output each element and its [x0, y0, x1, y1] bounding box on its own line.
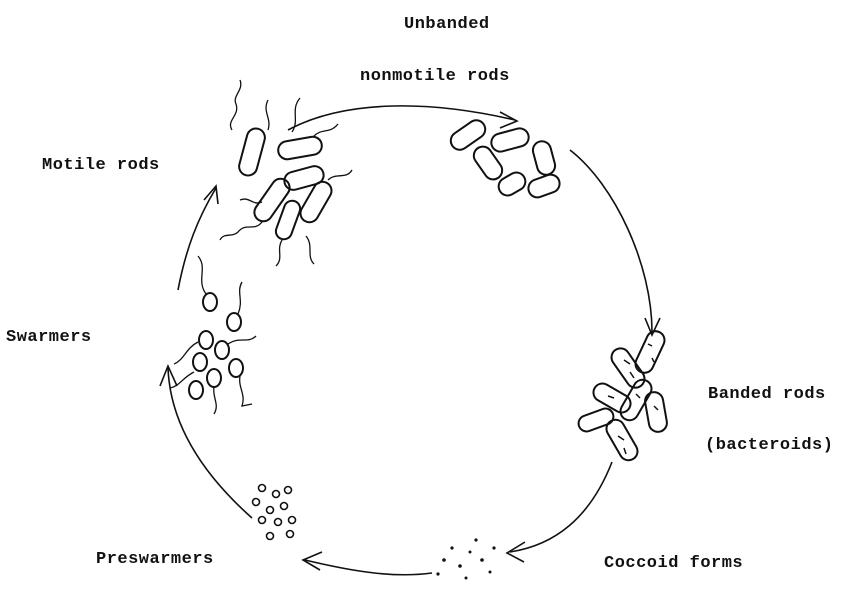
- preswarmers-circles: [253, 485, 296, 540]
- label-unbanded-line1: Unbanded: [404, 15, 490, 34]
- arrowhead-unbanded: [500, 112, 517, 128]
- label-motile-rods: Motile rods: [42, 156, 160, 175]
- unbanded-rods-cells: [447, 117, 562, 200]
- motile-rods-cells: [220, 80, 352, 266]
- arrow-preswarmers-to-swarmers: [168, 368, 252, 518]
- banded-rods-cells: [576, 328, 668, 463]
- label-unbanded-line2: nonmotile rods: [360, 67, 510, 86]
- coccoid-forms-dots: [436, 538, 495, 579]
- swarmers-cells: [170, 256, 256, 414]
- label-coccoid-forms: Coccoid forms: [604, 554, 743, 573]
- label-bacteroids: (bacteroids): [705, 436, 833, 455]
- arrow-swarmers-to-motile: [178, 188, 216, 290]
- label-preswarmers: Preswarmers: [96, 550, 214, 569]
- arrow-banded-to-coccoid: [510, 462, 612, 552]
- arrow-unbanded-to-banded: [570, 150, 652, 332]
- arrowhead-coccoid: [507, 542, 525, 562]
- arrow-motile-to-unbanded: [288, 106, 515, 130]
- label-banded-rods: Banded rods: [708, 385, 826, 404]
- arrow-coccoid-to-preswarmers: [305, 560, 432, 575]
- label-swarmers: Swarmers: [6, 328, 92, 347]
